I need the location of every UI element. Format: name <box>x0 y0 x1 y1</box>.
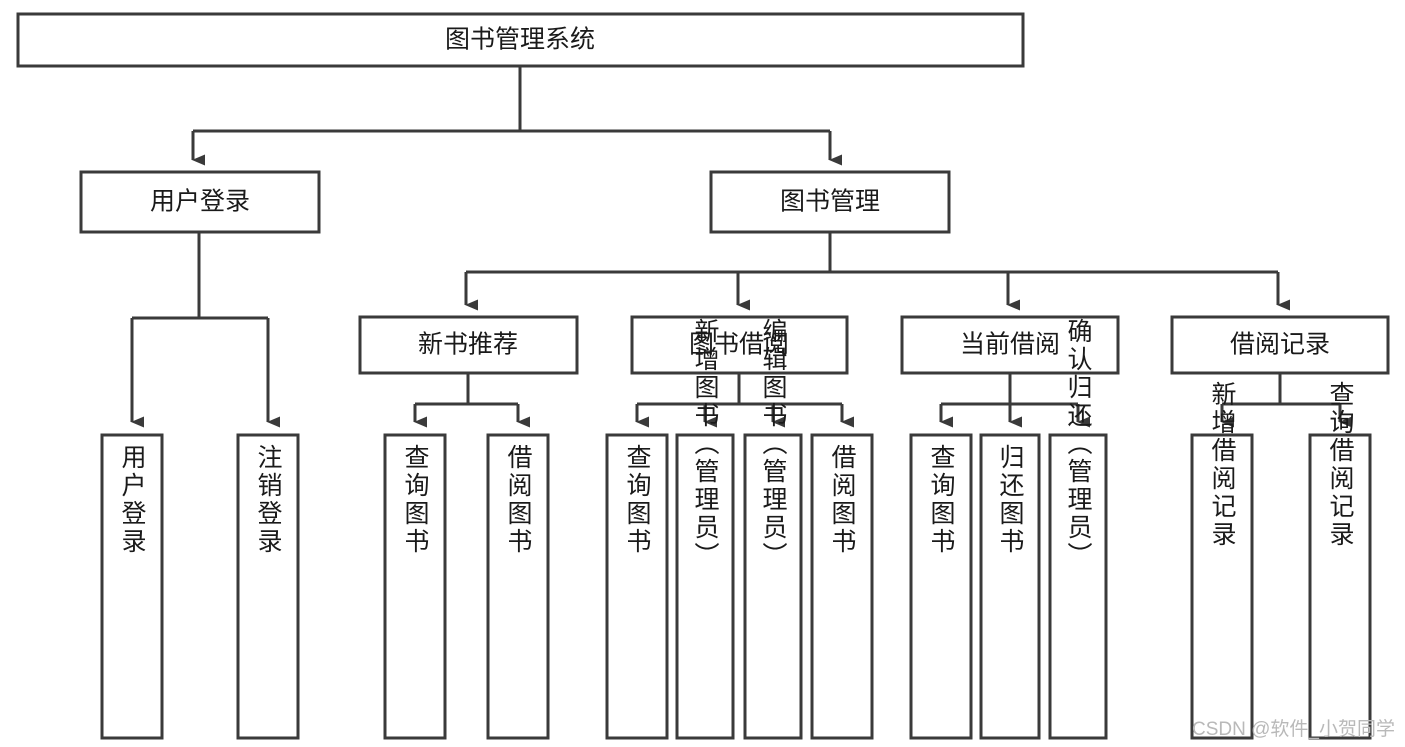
leaf-cur-confirm-return-box[interactable] <box>1048 433 1108 740</box>
node-book-borrow-box[interactable] <box>630 315 849 375</box>
leaf-cur-query-book-box[interactable] <box>909 433 973 740</box>
node-current-borrow-box[interactable] <box>900 315 1120 375</box>
leaf-cur-confirm-return-label: 确认归还（管理员） <box>1064 318 1093 570</box>
leaf-brw-edit-book-box[interactable] <box>743 433 803 740</box>
leaf-record-search-label: 查询借阅记录 <box>1326 381 1355 549</box>
leaf-record-search[interactable]: 查询借阅记录 <box>1308 381 1372 740</box>
leaf-user-logout-box[interactable] <box>236 433 300 740</box>
leaf-brw-borrow-book[interactable]: 借阅图书 <box>810 433 874 740</box>
node-book-manage-box[interactable] <box>709 170 951 234</box>
node-user-login-box[interactable] <box>79 170 321 234</box>
leaf-rec-query-book-box[interactable] <box>383 433 447 740</box>
leaf-rec-borrow-book-box[interactable] <box>486 433 550 740</box>
node-book-manage-label: 图书管理 <box>780 188 880 216</box>
leaf-cur-confirm-return[interactable]: 确认归还（管理员） <box>1048 318 1108 740</box>
leaf-brw-edit-book[interactable]: 编辑图书（管理员） <box>743 318 803 740</box>
leaf-brw-query-book[interactable]: 查询图书 <box>605 433 669 740</box>
node-user-login[interactable]: 用户登录 <box>79 170 321 234</box>
node-root-label: 图书管理系统 <box>445 26 595 54</box>
leaf-brw-borrow-book-label: 借阅图书 <box>828 444 857 556</box>
node-root-box[interactable] <box>16 12 1025 68</box>
leaf-brw-borrow-book-box[interactable] <box>810 433 874 740</box>
node-current-borrow-label: 当前借阅 <box>960 331 1060 359</box>
node-new-book-rec[interactable]: 新书推荐 <box>358 315 579 375</box>
node-book-borrow[interactable]: 图书借阅 <box>630 315 849 375</box>
node-book-borrow-label: 图书借阅 <box>689 331 789 359</box>
leaf-rec-borrow-book-label: 借阅图书 <box>504 444 533 556</box>
leaf-brw-add-book-label: 新增图书（管理员） <box>691 318 720 570</box>
connector-layer <box>130 66 1352 428</box>
leaf-record-search-box[interactable] <box>1308 433 1372 740</box>
leaf-rec-borrow-book[interactable]: 借阅图书 <box>486 433 550 740</box>
node-new-book-rec-label: 新书推荐 <box>418 331 518 359</box>
leaf-user-logout[interactable]: 注销登录 <box>236 433 300 740</box>
leaf-brw-add-book[interactable]: 新增图书（管理员） <box>675 318 735 740</box>
leaf-cur-return-book[interactable]: 归还图书 <box>979 433 1041 740</box>
leaf-record-add-box[interactable] <box>1190 433 1254 740</box>
leaf-user-login-label: 用户登录 <box>118 444 147 556</box>
node-book-manage[interactable]: 图书管理 <box>709 170 951 234</box>
leaf-user-login[interactable]: 用户登录 <box>100 433 164 740</box>
node-current-borrow[interactable]: 当前借阅 <box>900 315 1120 375</box>
leaf-rec-query-book[interactable]: 查询图书 <box>383 433 447 740</box>
node-new-book-rec-box[interactable] <box>358 315 579 375</box>
node-borrow-record[interactable]: 借阅记录 <box>1170 315 1390 375</box>
leaf-cur-query-book[interactable]: 查询图书 <box>909 433 973 740</box>
node-root[interactable]: 图书管理系统 <box>16 12 1025 68</box>
leaf-record-add[interactable]: 新增借阅记录 <box>1190 381 1254 740</box>
leaf-user-logout-label: 注销登录 <box>254 444 283 556</box>
leaf-brw-query-book-label: 查询图书 <box>623 444 652 556</box>
node-user-login-label: 用户登录 <box>150 188 250 216</box>
leaf-record-add-label: 新增借阅记录 <box>1208 381 1237 549</box>
leaf-brw-edit-book-label: 编辑图书（管理员） <box>759 318 788 570</box>
leaf-cur-return-book-box[interactable] <box>979 433 1041 740</box>
node-borrow-record-label: 借阅记录 <box>1230 331 1330 359</box>
leaf-brw-query-book-box[interactable] <box>605 433 669 740</box>
leaf-rec-query-book-label: 查询图书 <box>401 444 430 556</box>
leaf-cur-query-book-label: 查询图书 <box>927 444 956 556</box>
leaf-user-login-box[interactable] <box>100 433 164 740</box>
node-borrow-record-box[interactable] <box>1170 315 1390 375</box>
leaf-brw-add-book-box[interactable] <box>675 433 735 740</box>
leaf-cur-return-book-label: 归还图书 <box>996 444 1025 556</box>
